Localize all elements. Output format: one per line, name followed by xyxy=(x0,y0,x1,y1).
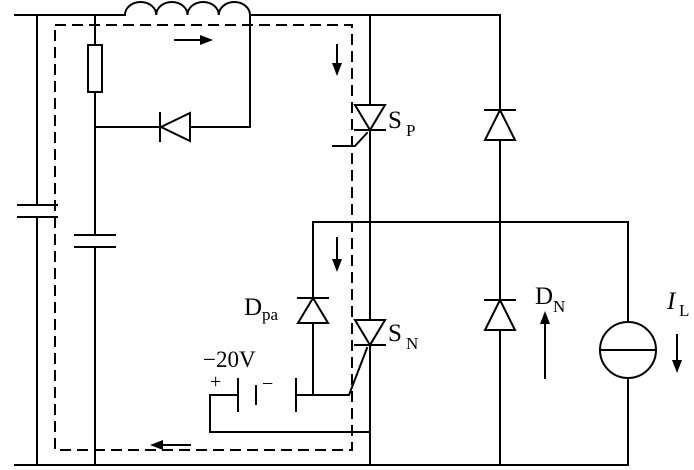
label-il-sub: L xyxy=(679,301,689,320)
gate-return-wire xyxy=(209,394,371,433)
battery-minus-sign: − xyxy=(262,373,273,395)
label-dn: D N xyxy=(535,283,565,316)
inductor xyxy=(123,1,252,17)
resistor xyxy=(87,44,103,93)
label-sp-main: S xyxy=(388,107,402,134)
label-dn-sub: N xyxy=(553,297,565,316)
battery-plus-sign: + xyxy=(210,371,221,393)
arrow-down-icon xyxy=(672,334,682,373)
label-dpa-main: D xyxy=(244,294,262,321)
label-dn-main: D xyxy=(535,283,553,310)
label-il-main: I xyxy=(666,288,677,315)
snubber-diode-triangle xyxy=(158,111,191,143)
current-path-loop xyxy=(54,24,353,451)
label-sn: S N xyxy=(388,320,418,353)
dn-diode-triangle xyxy=(483,297,517,331)
thyristor-sn-gate xyxy=(295,346,369,396)
thyristor-sp-gate xyxy=(332,131,369,147)
label-dpa-sub: pa xyxy=(262,305,279,324)
label-dpa: D pa xyxy=(244,294,279,324)
label-sp-sub: P xyxy=(406,121,415,140)
arrow-down-icon xyxy=(332,44,342,76)
thyristor-sp-triangle xyxy=(353,104,387,132)
label-sn-sub: N xyxy=(406,334,418,353)
label-sp: S P xyxy=(388,107,415,140)
label-il: I L xyxy=(666,288,689,320)
arrow-left-icon xyxy=(150,440,191,450)
arrow-up-icon xyxy=(540,311,550,379)
arrow-right-icon xyxy=(174,35,213,45)
battery-voltage-label: −20V xyxy=(203,347,256,372)
upper-diode-triangle xyxy=(483,107,517,141)
thyristor-sn-triangle xyxy=(353,319,387,347)
dpa-diode-triangle xyxy=(296,296,330,324)
label-sn-main: S xyxy=(388,320,402,347)
arrow-down-icon xyxy=(332,237,342,272)
